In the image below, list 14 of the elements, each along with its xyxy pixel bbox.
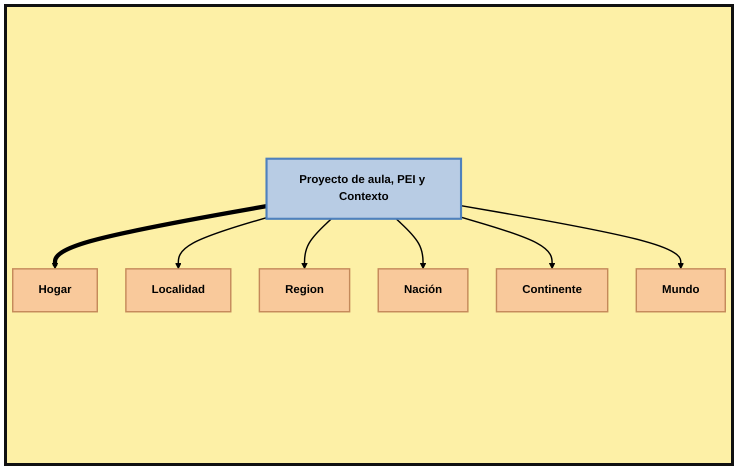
node-box: [258, 268, 350, 312]
arrow: [52, 204, 267, 269]
node-box: [636, 268, 726, 312]
arrow: [396, 218, 426, 269]
diagram-background: Proyecto de aula, PEI y Contexto Hogar Localidad Region Nación Continente Mundo: [4, 4, 734, 466]
node-box: [12, 268, 98, 312]
node-box: [265, 157, 462, 220]
node-box: [125, 268, 232, 312]
arrow: [175, 216, 267, 269]
arrow: [460, 204, 684, 269]
node-box: [496, 268, 608, 312]
arrow: [460, 216, 556, 269]
node-box: [378, 268, 469, 312]
arrow: [301, 218, 332, 269]
